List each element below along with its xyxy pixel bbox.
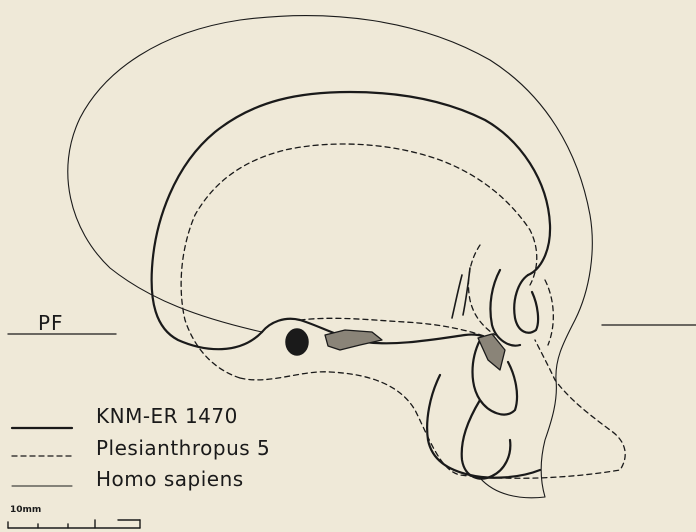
frankfurt-plane-label: PF [38,311,64,335]
scale-bar-label: 10mm [10,505,41,515]
plesianthropus-5-face [468,245,553,345]
legend-label-homo-sapiens: Homo sapiens [96,467,244,491]
hatched-zygomatic [325,330,382,350]
ear-opening [286,329,308,355]
knm-er-1470-mandible [427,375,540,478]
scale-bar [8,520,140,528]
knm-er-1470-face [462,270,538,479]
plesianthropus-5-outline [181,144,625,478]
nasal-process [452,268,470,318]
legend-label-knm-er-1470: KNM-ER 1470 [96,404,238,428]
legend-label-plesianthropus-5: Plesianthropus 5 [96,436,270,460]
